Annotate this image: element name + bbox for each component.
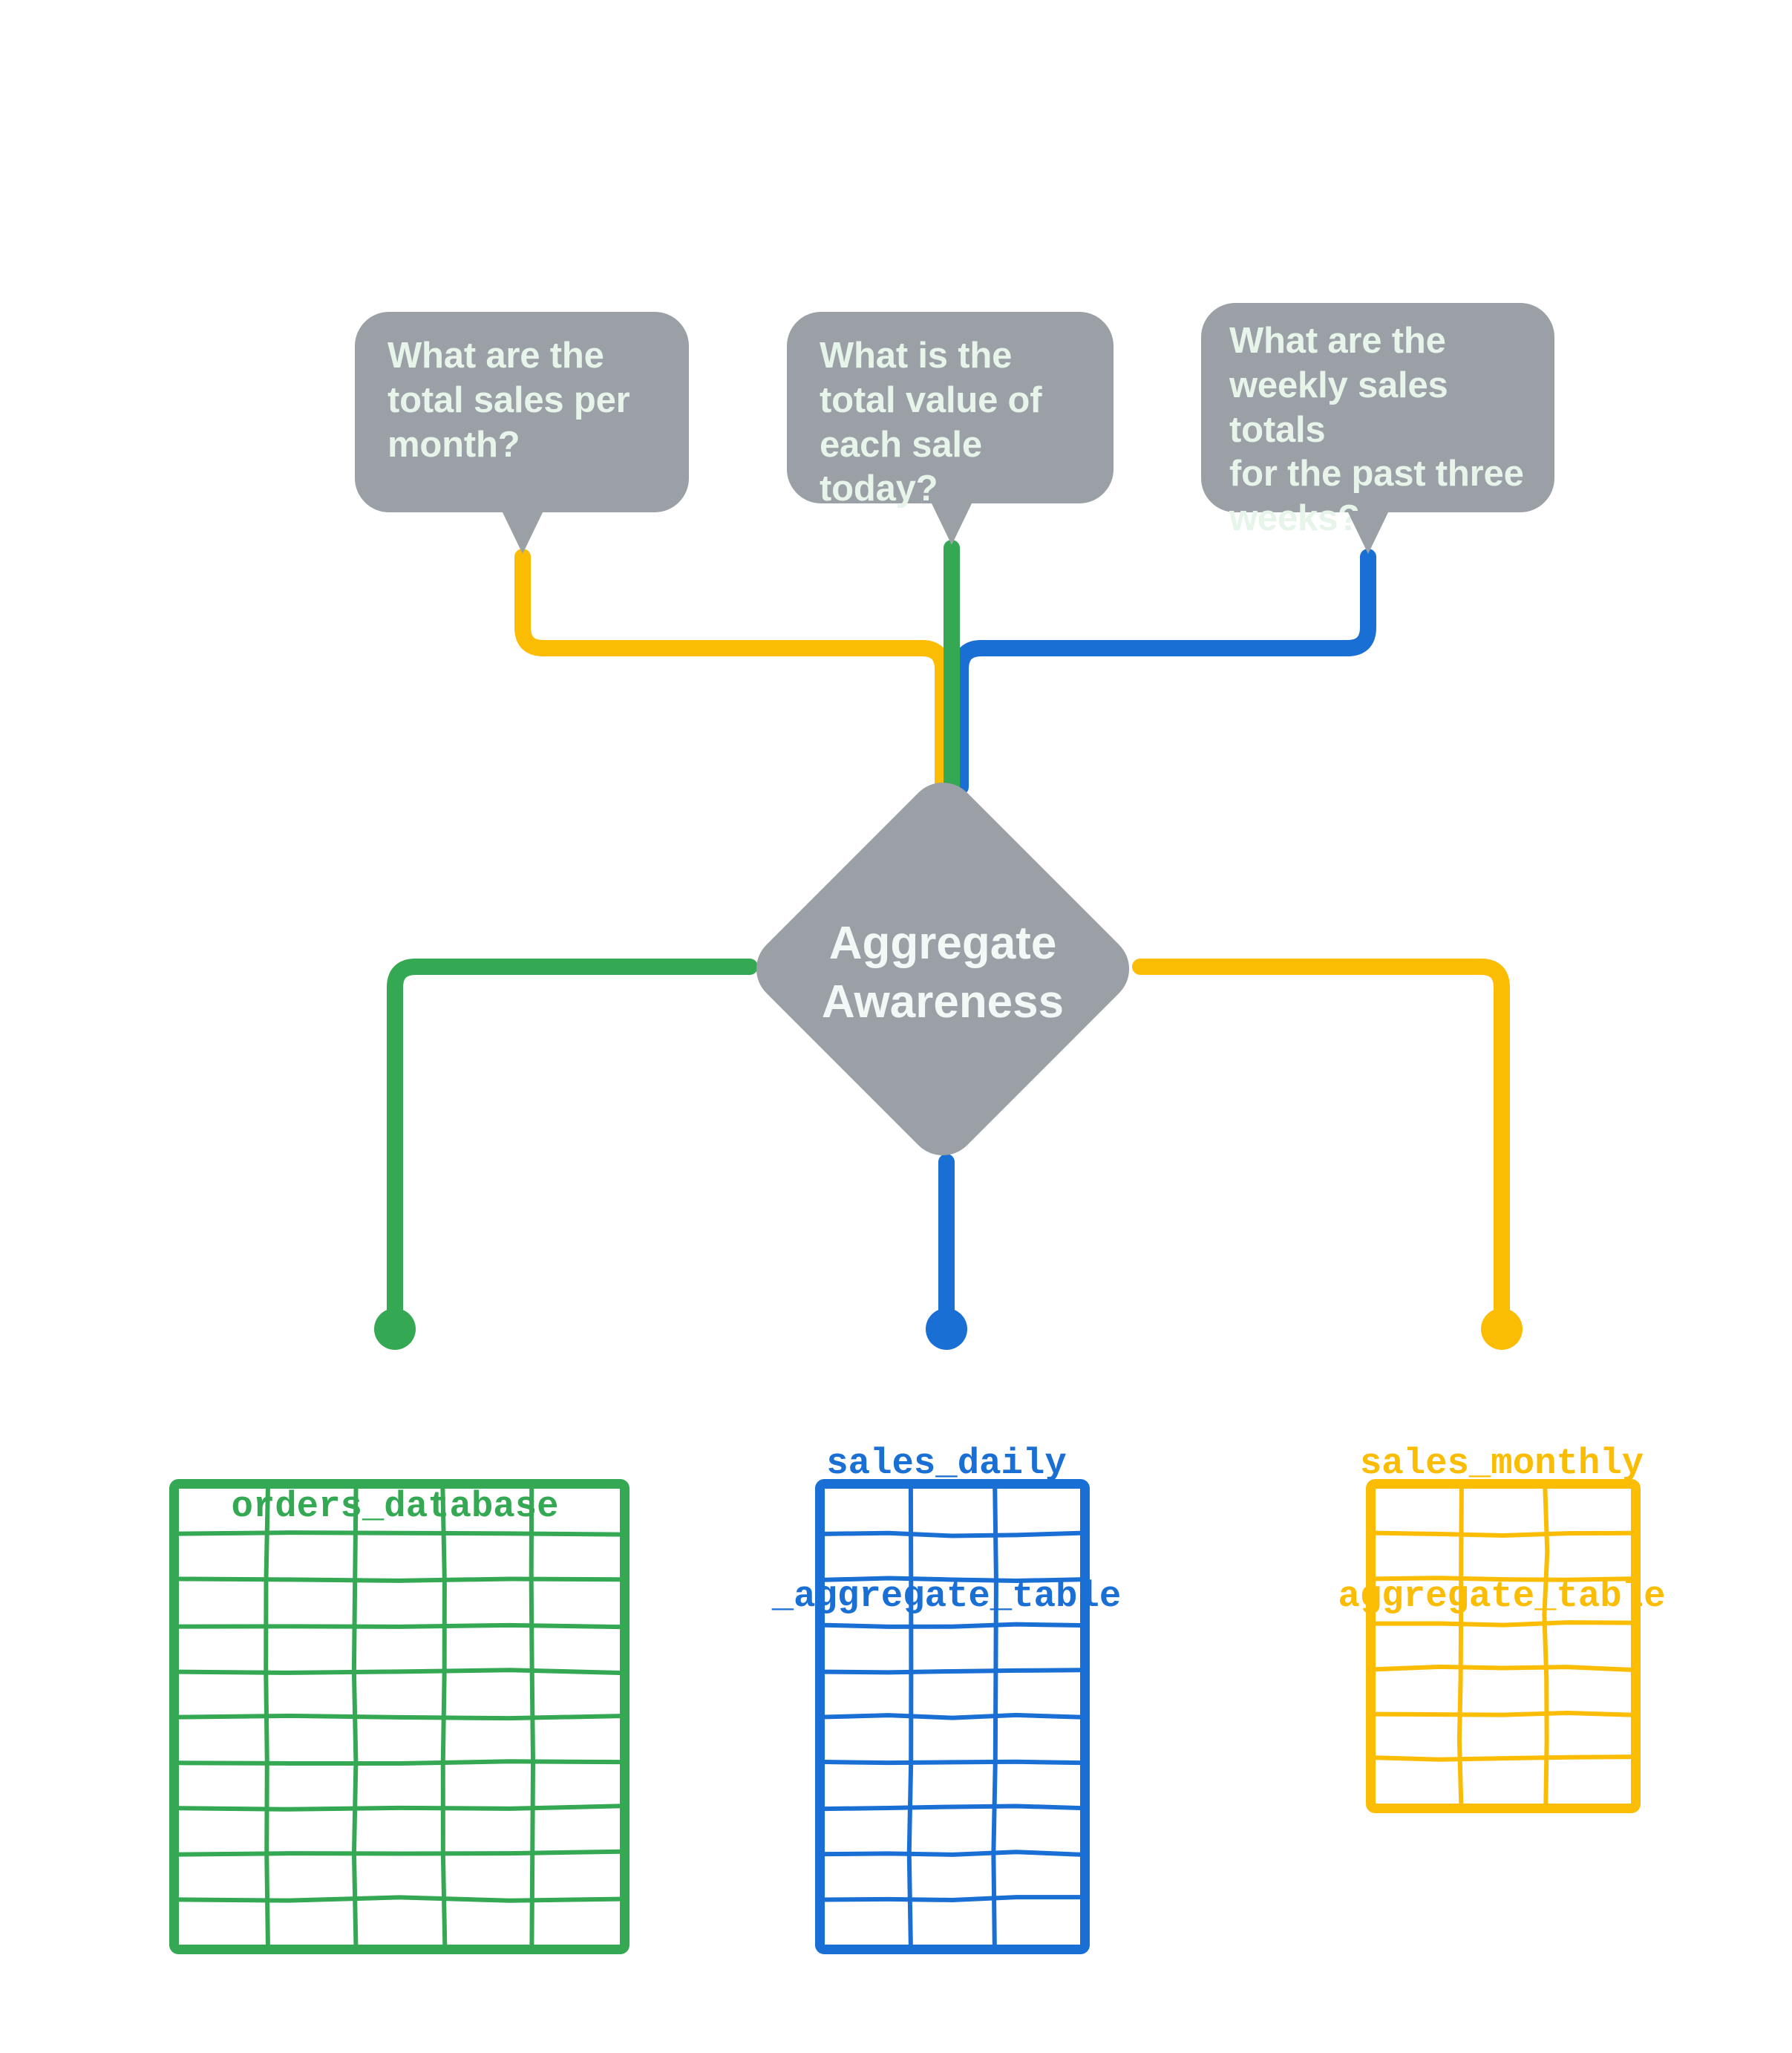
wire-weekly [952,549,1376,795]
table-row-divider [823,1712,1082,1720]
wire-sales-monthly [1132,959,1510,1331]
table-row-divider [1373,1755,1633,1762]
table-row-divider [1373,1710,1633,1717]
aggregate-awareness-node[interactable]: Aggregate Awareness [742,768,1144,1170]
bubble-tail-weekly [1347,511,1389,554]
table-grid-sales-monthly[interactable] [1366,1479,1641,1813]
table-grid-orders-database[interactable] [169,1479,630,1954]
bubble-tail-monthly [502,511,543,554]
wire-monthly [514,549,951,795]
bubble-tail-daily [931,502,972,545]
question-bubble-daily[interactable]: What is the total value of each sale tod… [787,312,1114,509]
bubble-line: total sales per [387,379,630,420]
table-row-divider [177,1668,622,1675]
table-row-divider [823,1576,1082,1584]
table-column-divider [1542,1486,1550,1806]
table-row-divider [823,1668,1082,1675]
table-grid-sales-daily[interactable] [815,1479,1090,1954]
table-column-divider [906,1486,914,1947]
table-row-divider [1373,1576,1633,1582]
question-bubble-weekly-text: What are the weekly sales totals for the… [1229,319,1537,541]
aggregate-awareness-label: Aggregate Awareness [742,914,1143,1032]
question-bubble-weekly[interactable]: What are the weekly sales totals for the… [1201,303,1554,538]
table-row-divider [177,1804,622,1812]
endpoint-dot-orders-database [374,1308,416,1350]
table-label-line: aggregate_table [1338,1575,1666,1617]
table-label-line: sales_daily [826,1442,1067,1484]
table-border [815,1479,1090,1954]
table-column-divider [529,1486,536,1947]
table-row-divider [177,1530,622,1537]
table-border [169,1479,630,1954]
table-label-sales-daily: sales_daily _aggregate_table [724,1353,1169,1708]
table-label-line: sales_monthly [1359,1442,1644,1484]
wire-orders-database [387,959,758,1331]
endpoint-dot-sales-daily [926,1308,967,1350]
bubble-line: weekly sales totals [1229,365,1448,450]
question-bubble-daily-text: What is the total value of each sale tod… [820,334,1096,512]
table-column-divider [264,1486,270,1947]
table-label-line: _aggregate_table [771,1575,1122,1617]
table-row-divider [823,1530,1082,1538]
table-row-divider [823,1895,1082,1902]
table-row-divider [1373,1620,1633,1628]
table-row-divider [1373,1530,1633,1538]
table-row-divider [177,1849,622,1857]
table-row-divider [823,1804,1082,1812]
endpoint-dot-sales-monthly [1481,1308,1523,1350]
table-row-divider [177,1895,622,1903]
table-row-divider [177,1759,622,1766]
bubble-line: each sale today? [820,424,982,509]
table-row-divider [177,1713,622,1721]
table-row-divider [1373,1664,1633,1672]
question-bubble-monthly-text: What are the total sales per month? [387,334,671,467]
node-line: Aggregate [828,918,1057,969]
bubble-line: What are the [387,336,604,376]
table-column-divider [1456,1486,1464,1806]
table-row-divider [177,1622,622,1630]
table-row-divider [823,1622,1082,1629]
bubble-line: weeks? [1229,498,1360,539]
table-row-divider [823,1850,1082,1857]
table-label-orders-database: orders_database [172,1396,618,1618]
node-line: Awareness [821,976,1065,1028]
question-bubble-monthly[interactable]: What are the total sales per month? [355,312,689,512]
table-row-divider [823,1759,1082,1766]
table-border [1366,1479,1641,1813]
table-label-sales-monthly: sales_monthly aggregate_table [1279,1353,1724,1708]
table-column-divider [991,1486,998,1947]
bubble-line: What are the [1229,321,1446,361]
table-row-divider [177,1576,622,1583]
bubble-line: for the past three [1229,454,1524,495]
table-label-line: orders_database [231,1485,559,1527]
table-column-divider [351,1486,359,1947]
bubble-line: month? [387,424,520,465]
table-column-divider [440,1486,448,1947]
bubble-line: total value of [820,379,1042,420]
bubble-line: What is the [820,336,1013,376]
